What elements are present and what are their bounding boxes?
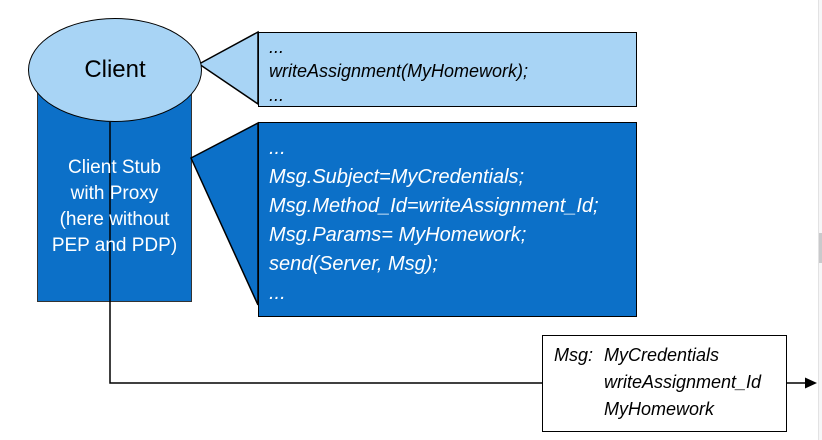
message-values: MyCredentials writeAssignment_Id MyHomew… <box>604 342 761 431</box>
stub-label-line: Client Stub <box>68 157 161 178</box>
code-line: writeAssignment(MyHomework); <box>269 61 529 81</box>
code-line: Msg.Subject=MyCredentials; <box>269 166 525 188</box>
code-line: ... <box>269 137 286 159</box>
message-value: writeAssignment_Id <box>604 372 762 392</box>
client-stub-label: Client Stub with Proxy (here without PEP… <box>37 155 192 259</box>
message-box: Msg: MyCredentials writeAssignment_Id My… <box>542 335 787 432</box>
client-label: Client <box>84 56 146 83</box>
code-line: Msg.Params= MyHomework; <box>269 224 527 246</box>
stub-callout-pointer <box>190 121 259 306</box>
message-label: Msg: <box>554 345 594 365</box>
code-line: ... <box>269 282 286 304</box>
code-line: ... <box>269 37 285 57</box>
stub-code-callout: ... Msg.Subject=MyCredentials; Msg.Metho… <box>258 122 637 317</box>
client-ellipse: Client <box>28 18 202 122</box>
message-value: MyHomework <box>604 399 715 419</box>
stub-label-line: (here without <box>59 209 170 230</box>
scrollbar[interactable] <box>818 0 822 440</box>
code-line: Msg.Method_Id=writeAssignment_Id; <box>269 195 599 217</box>
client-callout-pointer <box>197 30 259 106</box>
stub-label-line: with Proxy <box>70 183 159 204</box>
message-flow-line <box>109 122 542 384</box>
stub-label-line: PEP and PDP) <box>51 235 178 256</box>
scrollbar-thumb[interactable] <box>819 233 822 263</box>
code-line: ... <box>269 85 285 105</box>
arrow-head-icon <box>805 377 817 389</box>
code-line: send(Server, Msg); <box>269 253 438 275</box>
client-code-callout: ... writeAssignment(MyHomework); ... <box>258 32 637 107</box>
message-value: MyCredentials <box>604 345 720 365</box>
